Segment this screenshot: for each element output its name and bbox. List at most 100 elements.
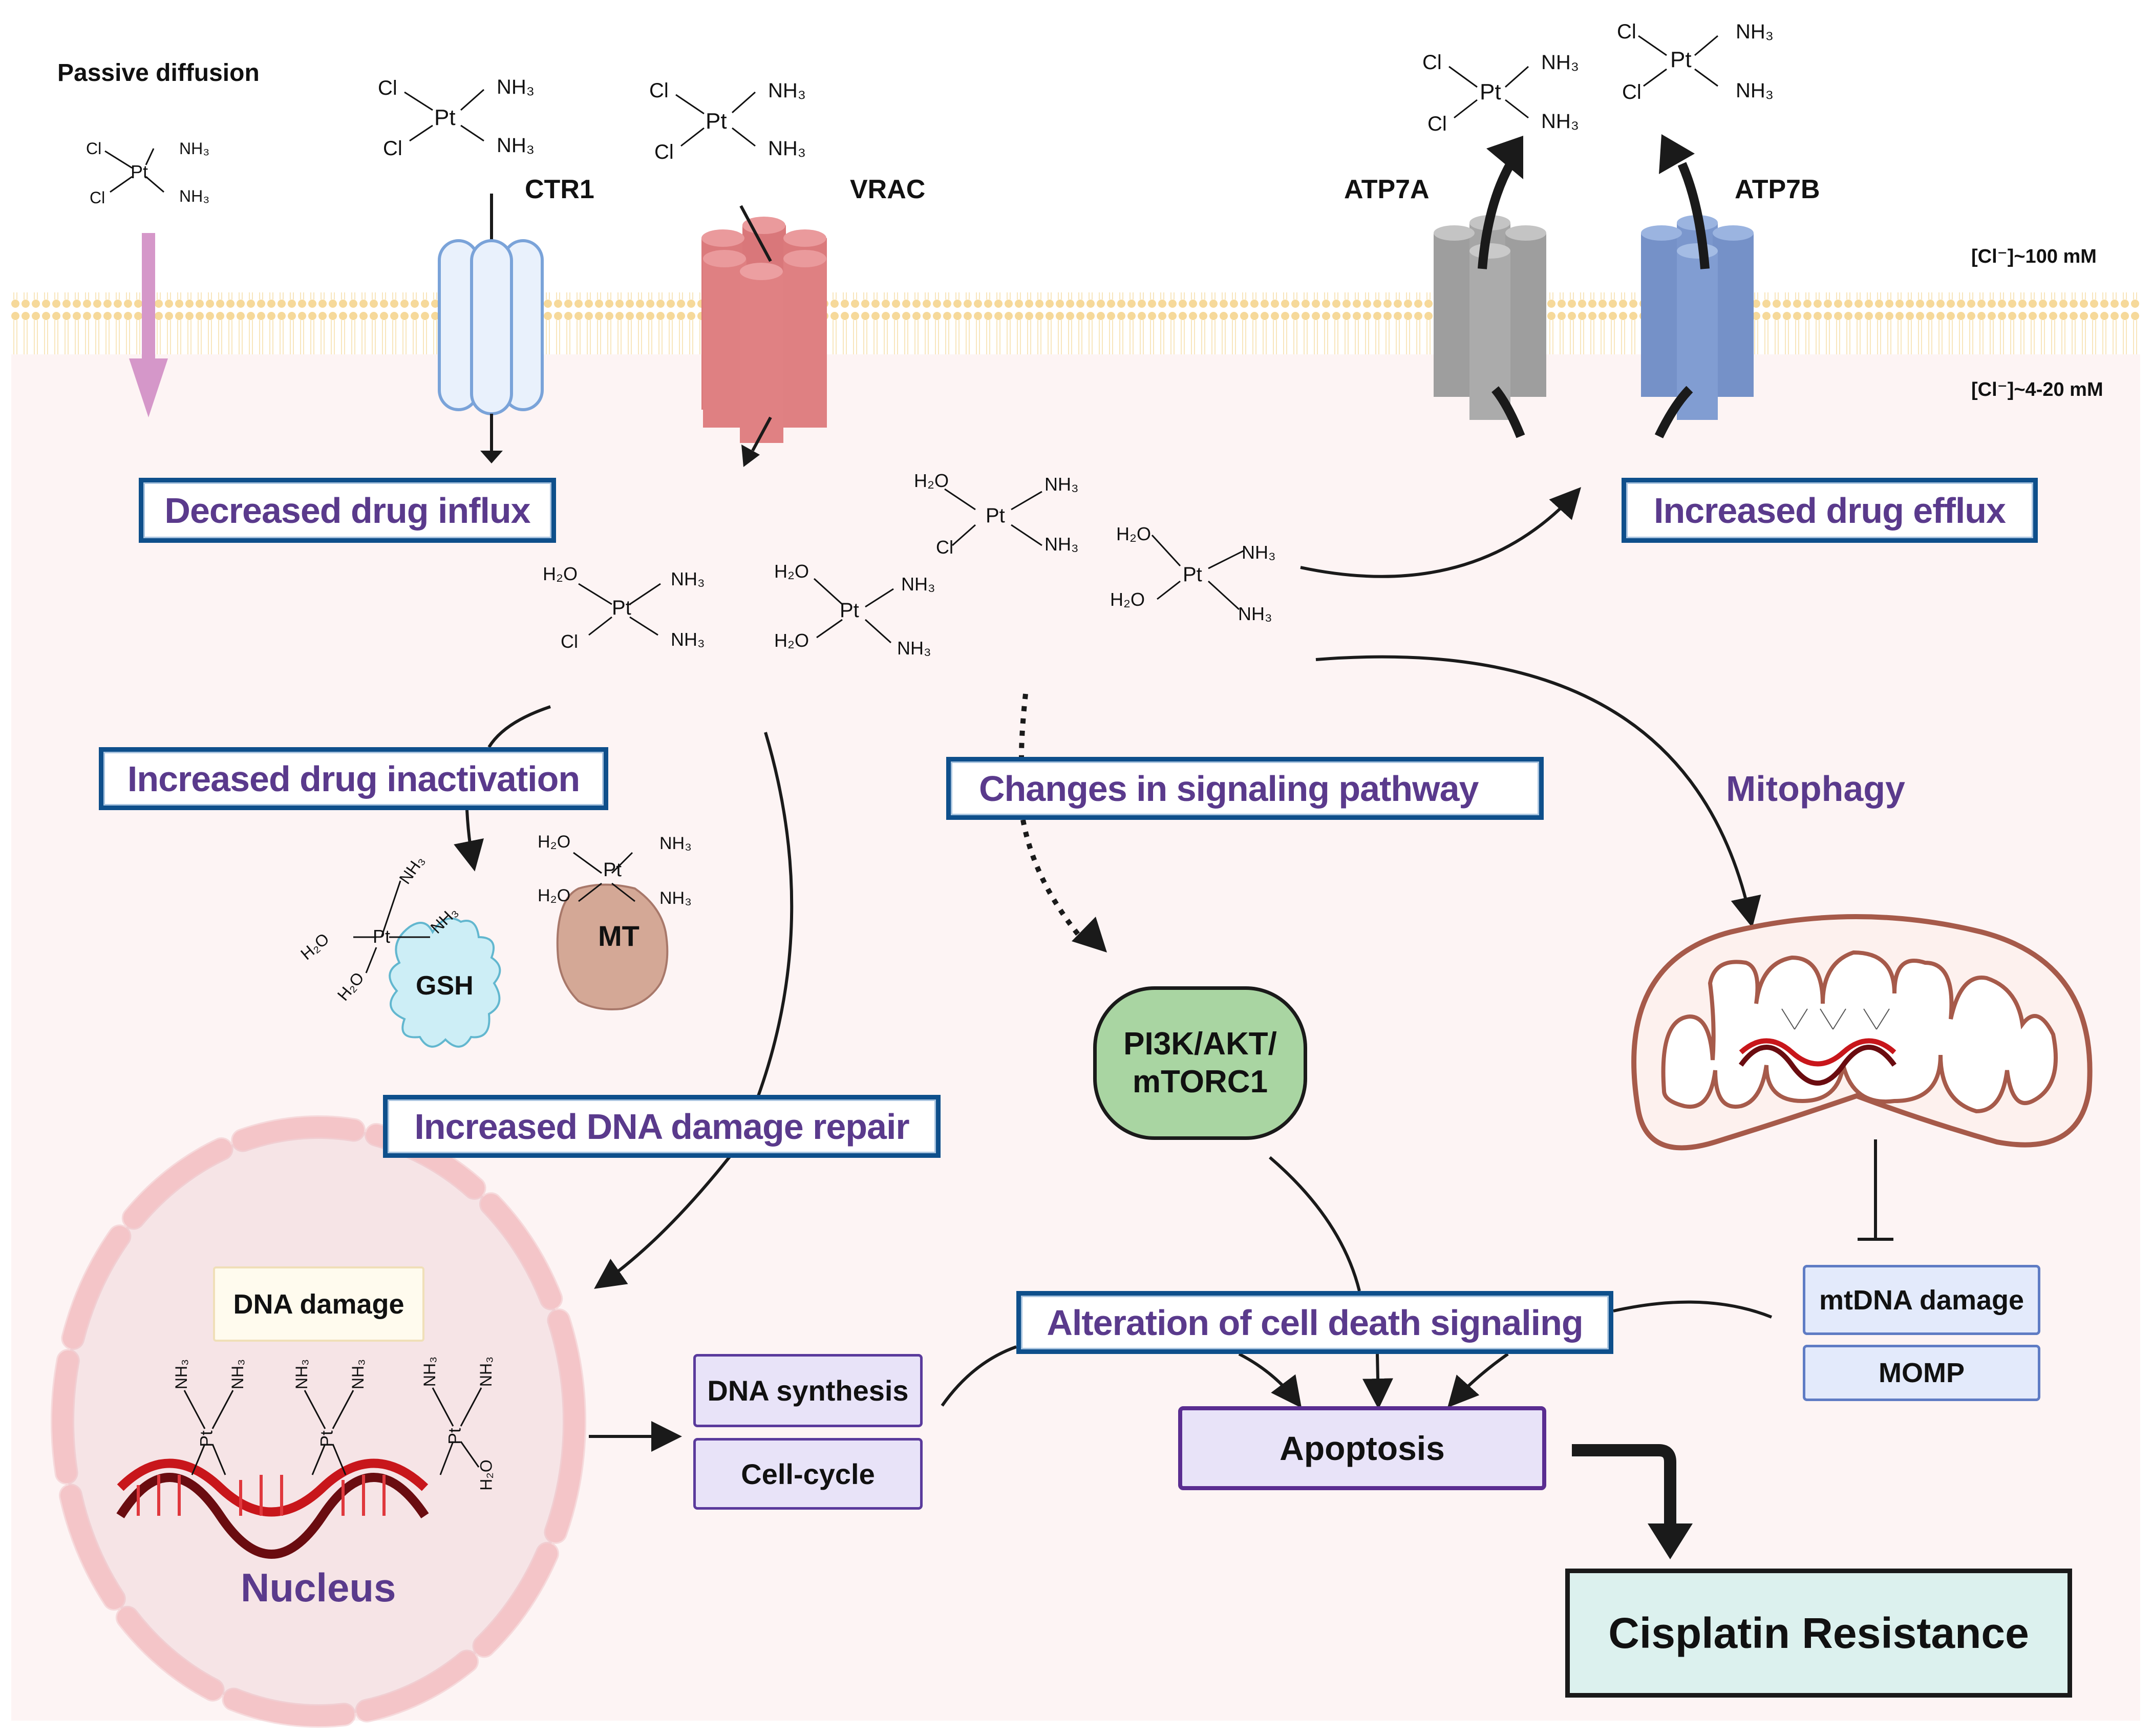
ctr1-transporter [438, 194, 544, 463]
arrow-death-to-apoptosis-3 [1447, 1352, 1509, 1408]
atom-label: NH₃ [768, 79, 806, 102]
atom-label: NH₃ [1238, 603, 1272, 624]
intracellular-chloride-label: [Cl⁻]~4-20 mM [1971, 379, 2103, 400]
vrac-channel [701, 205, 827, 467]
line-pi3k-to-apoptosis [1269, 1156, 1361, 1292]
line-mtdna-to-death [1613, 1300, 1773, 1319]
nucleus-label: Nucleus [241, 1565, 396, 1610]
decreased-influx-box: Decreased drug influx [139, 478, 556, 543]
atom-label: H₂O [914, 470, 949, 491]
atp7a-pump [1434, 136, 1546, 438]
atom-label: Cl [86, 139, 102, 158]
arrow-to-efflux [1300, 487, 1582, 578]
atom-label: H₂O [774, 561, 809, 582]
atom-label: Pt [1183, 563, 1202, 586]
line-synthesis-to-death [941, 1345, 1017, 1407]
atom-label: Cl [561, 631, 578, 652]
mitochondrion [1631, 914, 2093, 1151]
atom-label: NH₃ [497, 134, 535, 157]
mitophagy-label: Mitophagy [1726, 769, 1905, 809]
atp7a-label: ATP7A [1344, 175, 1430, 204]
atom-label: NH₃ [172, 1359, 191, 1390]
cell-membrane [11, 292, 2141, 354]
atom-label: Pt [603, 859, 622, 881]
atom-label: NH₃ [1044, 474, 1079, 495]
inhibition-mito-to-mtdna [1858, 1139, 1893, 1241]
atom-label: NH₃ [897, 638, 931, 659]
atom-label: NH₃ [179, 187, 210, 205]
atom-label: NH₃ [671, 568, 705, 589]
atom-label: Pt [986, 504, 1005, 527]
dotted-arrow-to-pi3k-lower [1020, 819, 1082, 939]
dotted-arrowhead [1072, 917, 1107, 952]
molecule-gsh-bound [353, 880, 430, 973]
atom-label: H₂O [538, 832, 571, 852]
nuclear-dna-helix [116, 1458, 429, 1559]
cell-death-signaling-box: Alteration of cell death signaling [1016, 1291, 1613, 1354]
atom-label: Cl [90, 188, 105, 207]
cell-cycle-box: Cell-cycle [693, 1438, 923, 1510]
atom-label: H₂O [477, 1459, 496, 1491]
arrow-to-gsh [454, 810, 484, 872]
atom-label: H₂O [1116, 523, 1151, 544]
atom-label: H₂O [774, 630, 809, 651]
atom-label: NH₃ [395, 852, 428, 887]
atom-label: NH₃ [1242, 542, 1276, 563]
atom-label: NH₃ [1736, 79, 1774, 102]
gsh-label: GSH [416, 971, 474, 1001]
atom-label: NH₃ [659, 834, 692, 853]
atom-label: NH₃ [292, 1359, 311, 1390]
atom-label: H₂O [543, 563, 578, 584]
nucleus [51, 1115, 586, 1728]
atom-label: NH₃ [179, 139, 210, 158]
ctr1-label: CTR1 [525, 175, 594, 204]
signaling-pathway-box: Changes in signaling pathway [946, 757, 1544, 820]
pi3k-akt-mtorc1-node: PI3K/AKT/ mTORC1 [1093, 986, 1307, 1140]
atom-label: Pt [131, 161, 148, 182]
atp7b-pump [1641, 134, 1754, 438]
atom-label: NH₃ [1044, 534, 1079, 555]
dna-repair-box: Increased DNA damage repair [383, 1095, 941, 1158]
vrac-label: VRAC [850, 175, 926, 204]
atom-label: Cl [654, 141, 674, 163]
atom-label: H₂O [333, 968, 368, 1004]
atom-label: NH₃ [228, 1359, 247, 1390]
mtdna-damage-box: mtDNA damage [1803, 1265, 2040, 1335]
arrow-death-to-apoptosis-2 [1362, 1353, 1393, 1409]
atom-label: Cl [1622, 81, 1642, 103]
atom-label: Pt [612, 597, 631, 619]
passive-diffusion-arrow [129, 233, 168, 417]
atom-label: NH₃ [768, 137, 806, 160]
apoptosis-box: Apoptosis [1178, 1406, 1546, 1490]
atom-label: Pt [197, 1430, 217, 1447]
arrow-to-inactivation [487, 705, 551, 748]
atom-label: NH₃ [1541, 110, 1580, 133]
atom-label: NH₃ [497, 76, 535, 98]
atom-label: H₂O [1110, 589, 1145, 610]
dna-synthesis-box: DNA synthesis [693, 1354, 923, 1427]
atp7b-label: ATP7B [1735, 175, 1820, 204]
atom-label: Pt [706, 109, 727, 134]
atom-label: Cl [1617, 20, 1636, 43]
atom-label: Pt [840, 599, 859, 622]
atom-label: Pt [1480, 79, 1501, 104]
pi3k-line1: PI3K/AKT/ [1123, 1026, 1277, 1062]
extracellular-chloride-label: [Cl⁻]~100 mM [1971, 246, 2097, 267]
atom-label: Cl [649, 79, 669, 102]
atom-label: NH₃ [420, 1356, 439, 1387]
atom-label: Pt [445, 1428, 465, 1445]
atom-label: Cl [378, 77, 397, 99]
atom-label: NH₃ [477, 1356, 496, 1387]
atom-label: Pt [434, 105, 456, 130]
atom-label: NH₃ [1736, 20, 1774, 43]
atom-label: Pt [317, 1430, 337, 1447]
cisplatin-resistance-box: Cisplatin Resistance [1565, 1569, 2072, 1698]
atom-label: NH₃ [1541, 51, 1580, 74]
atom-label: NH₃ [349, 1359, 368, 1390]
atom-label: Cl [1422, 51, 1442, 74]
atom-label: NH₃ [671, 629, 705, 650]
passive-diffusion-label: Passive diffusion [57, 59, 260, 87]
atom-label: H₂O [538, 886, 571, 905]
